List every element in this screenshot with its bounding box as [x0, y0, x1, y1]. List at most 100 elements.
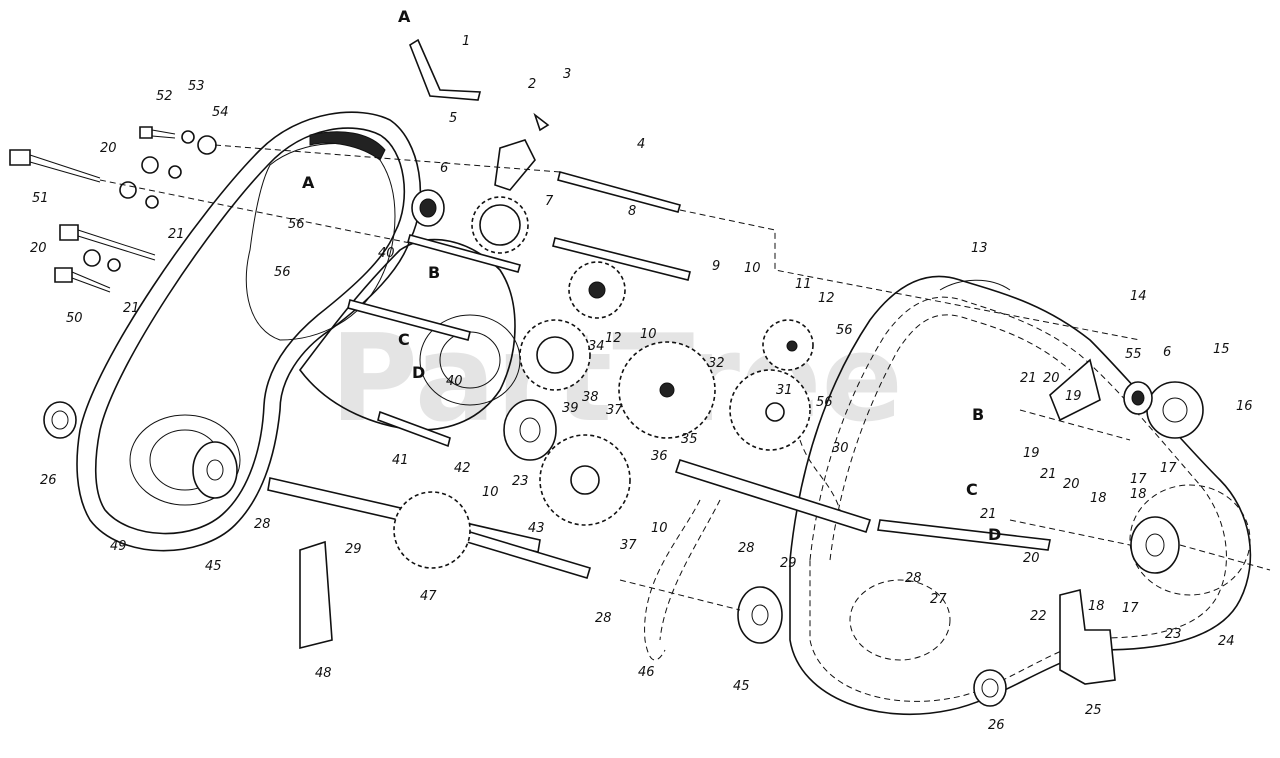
callout-21a: 21 [168, 227, 185, 242]
callout-56a: 56 [288, 217, 305, 232]
callout-6b: 6 [1163, 345, 1171, 360]
callout-32: 32 [708, 356, 725, 371]
callout-9: 9 [712, 259, 720, 274]
callout-27: 27 [930, 592, 947, 607]
callout-11: 11 [795, 277, 812, 292]
chains [644, 439, 841, 661]
callout-36: 36 [651, 449, 668, 464]
callout-37a: 37 [606, 403, 623, 418]
callout-4: 4 [637, 137, 645, 152]
hub-45-left [192, 441, 238, 499]
callout-19a: 19 [1065, 389, 1082, 404]
callout-43: 43 [528, 521, 545, 536]
callout-53: 53 [188, 79, 205, 94]
callout-19b: 19 [1023, 446, 1040, 461]
callout-20c: 20 [1043, 371, 1060, 386]
callout-15: 15 [1213, 342, 1230, 357]
callout-18b: 18 [1090, 491, 1107, 506]
callout-56d: 56 [816, 395, 833, 410]
callout-35: 35 [681, 432, 698, 447]
callout-41: 41 [392, 453, 409, 468]
callout-40a: 40 [378, 246, 395, 261]
callout-28d: 28 [595, 611, 612, 626]
callout-48: 48 [315, 666, 332, 681]
callout-40b: 40 [446, 374, 463, 389]
callout-5: 5 [449, 111, 457, 126]
callout-23b: 23 [1165, 627, 1182, 642]
letter-c-left: C [398, 330, 410, 349]
nut-26-lower [973, 669, 1007, 707]
callout-16: 16 [1236, 399, 1253, 414]
callout-56c: 56 [836, 323, 853, 338]
callout-28b: 28 [738, 541, 755, 556]
left-chain-housing [76, 111, 422, 552]
callout-45a: 45 [205, 559, 222, 574]
letter-b-left: B [428, 263, 440, 282]
callout-56b: 56 [274, 265, 291, 280]
callout-14: 14 [1130, 289, 1147, 304]
letter-d-right: D [988, 525, 1001, 544]
callout-39: 39 [562, 401, 579, 416]
callout-18c: 18 [1088, 599, 1105, 614]
callout-24: 24 [1218, 634, 1235, 649]
callout-23a: 23 [512, 474, 529, 489]
callout-38: 38 [582, 390, 599, 405]
callout-28a: 28 [254, 517, 271, 532]
callout-20a: 20 [100, 141, 117, 156]
callout-10b: 10 [640, 327, 657, 342]
callout-29a: 29 [345, 542, 362, 557]
callout-21c: 21 [1020, 371, 1037, 386]
callout-29b: 29 [780, 556, 797, 571]
callout-2: 2 [528, 77, 536, 92]
bearing-6-left [411, 189, 445, 227]
callout-25: 25 [1085, 703, 1102, 718]
gear-large-center [519, 319, 591, 391]
callout-54: 54 [212, 105, 229, 120]
callout-10c: 10 [482, 485, 499, 500]
callout-13: 13 [971, 241, 988, 256]
gear-43 [539, 434, 631, 526]
bearing-6-right [1123, 381, 1153, 415]
gear-11 [762, 319, 814, 371]
letter-a-housing: A [302, 173, 315, 192]
letter-tags: A A B C D B C D [302, 7, 1001, 544]
callout-7: 7 [545, 194, 554, 209]
callout-51: 51 [32, 191, 49, 206]
callout-26a: 26 [40, 473, 57, 488]
callout-numbers: 1 2 3 4 5 6 6 7 8 9 10 10 10 10 11 12 12… [30, 34, 1253, 733]
callout-17c: 17 [1122, 601, 1139, 616]
callout-8: 8 [628, 204, 636, 219]
callout-55: 55 [1125, 347, 1142, 362]
callout-1: 1 [462, 34, 470, 49]
callout-37b: 37 [620, 538, 637, 553]
callout-45b: 45 [733, 679, 750, 694]
gears [192, 189, 1204, 707]
callout-20e: 20 [1023, 551, 1040, 566]
callout-28c: 28 [905, 571, 922, 586]
letter-b-right: B [972, 405, 984, 424]
callout-26b: 26 [988, 718, 1005, 733]
callout-30: 30 [832, 441, 849, 456]
callout-49: 49 [110, 539, 127, 554]
callout-20b: 20 [30, 241, 47, 256]
callout-52: 52 [156, 89, 173, 104]
callout-46: 46 [638, 665, 655, 680]
gear-31 [729, 369, 811, 451]
callout-47: 47 [420, 589, 437, 604]
callout-18a: 18 [1130, 487, 1147, 502]
callout-3: 3 [563, 67, 571, 82]
letter-d-left: D [412, 363, 425, 382]
callout-6a: 6 [440, 161, 448, 176]
gear-36 [618, 341, 716, 439]
callout-21d: 21 [1040, 467, 1057, 482]
callout-12b: 12 [605, 331, 622, 346]
alignment-lines [99, 144, 1271, 611]
hub-23 [503, 399, 557, 461]
hub-23-right [1130, 516, 1180, 574]
sprocket-47 [393, 491, 471, 569]
callout-21b: 21 [123, 301, 140, 316]
callout-34: 34 [588, 339, 605, 354]
callout-50: 50 [66, 311, 83, 326]
callout-10a: 10 [744, 261, 761, 276]
callout-21e: 21 [980, 507, 997, 522]
